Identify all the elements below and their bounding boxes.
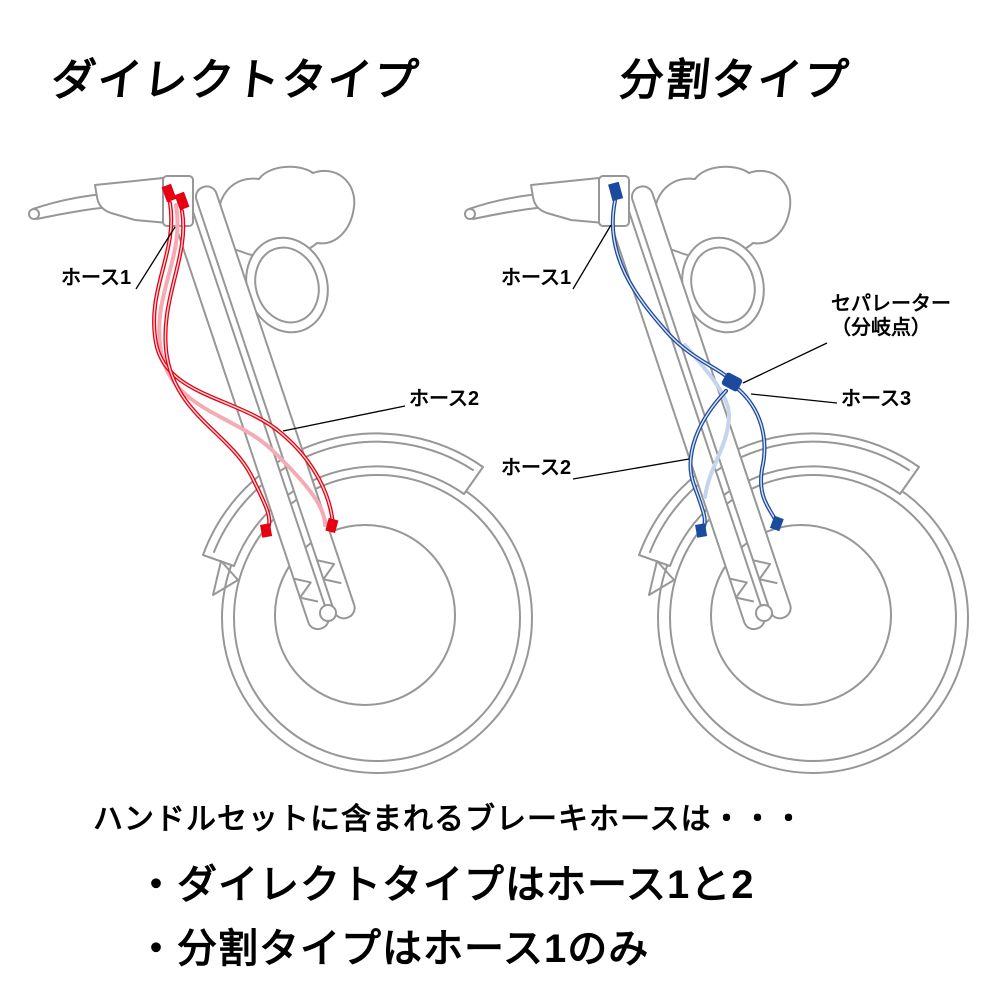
bike-line-art-direct xyxy=(28,165,533,774)
split-separator-fitting xyxy=(721,372,743,392)
split-hose3-label: ホース3 xyxy=(841,388,911,410)
footer-intro-text: ハンドルセットに含まれるブレーキホースは・・・ xyxy=(93,803,805,836)
split-hose-3-highlight xyxy=(737,388,778,524)
split-caliper-fitting-right xyxy=(769,515,784,532)
direct-hose2-leader-line xyxy=(282,405,406,432)
split-separator-leader-line xyxy=(742,342,828,384)
split-separator-label-line2: （分岐点） xyxy=(831,315,931,339)
direct-hose-b-highlight xyxy=(164,210,270,532)
split-type-diagram: ホース1 セパレーター （分岐点） ホース3 ホース2 xyxy=(464,165,969,774)
direct-banjo-fitting-2 xyxy=(174,191,190,211)
split-hose2-leader-line xyxy=(572,458,690,480)
split-hose-2-highlight xyxy=(689,390,727,532)
direct-hose1-label: ホース1 xyxy=(61,267,131,289)
direct-caliper-fitting-left xyxy=(260,523,273,538)
split-hose1-label: ホース1 xyxy=(501,267,571,289)
split-banjo-fitting xyxy=(608,181,624,201)
direct-hose1-leader-line xyxy=(135,226,176,290)
direct-hose2-label: ホース2 xyxy=(409,388,479,410)
footer-bullet-direct: ・ダイレクトタイプはホース1と2 xyxy=(136,863,755,907)
split-hose-rear-pale xyxy=(683,343,732,499)
split-hose1-leader-line xyxy=(572,224,612,290)
split-hose2-label: ホース2 xyxy=(501,457,571,479)
title-direct-type: ダイレクトタイプ xyxy=(48,56,423,105)
footer-bullet-split: ・分割タイプはホース1のみ xyxy=(136,927,650,971)
split-hose-1-highlight xyxy=(612,200,733,383)
title-split-type: 分割タイプ xyxy=(616,56,853,105)
direct-hose-rear-pale xyxy=(157,203,327,527)
split-hose3-leader-line xyxy=(750,393,838,404)
split-separator-label-line1: セパレーター xyxy=(831,292,951,315)
direct-caliper-fitting-right xyxy=(325,517,339,534)
direct-hose-a-highlight xyxy=(153,202,334,526)
direct-banjo-fitting-1 xyxy=(161,183,177,203)
direct-type-diagram: ホース1 ホース2 xyxy=(28,165,533,774)
split-caliper-fitting-left xyxy=(695,523,708,538)
